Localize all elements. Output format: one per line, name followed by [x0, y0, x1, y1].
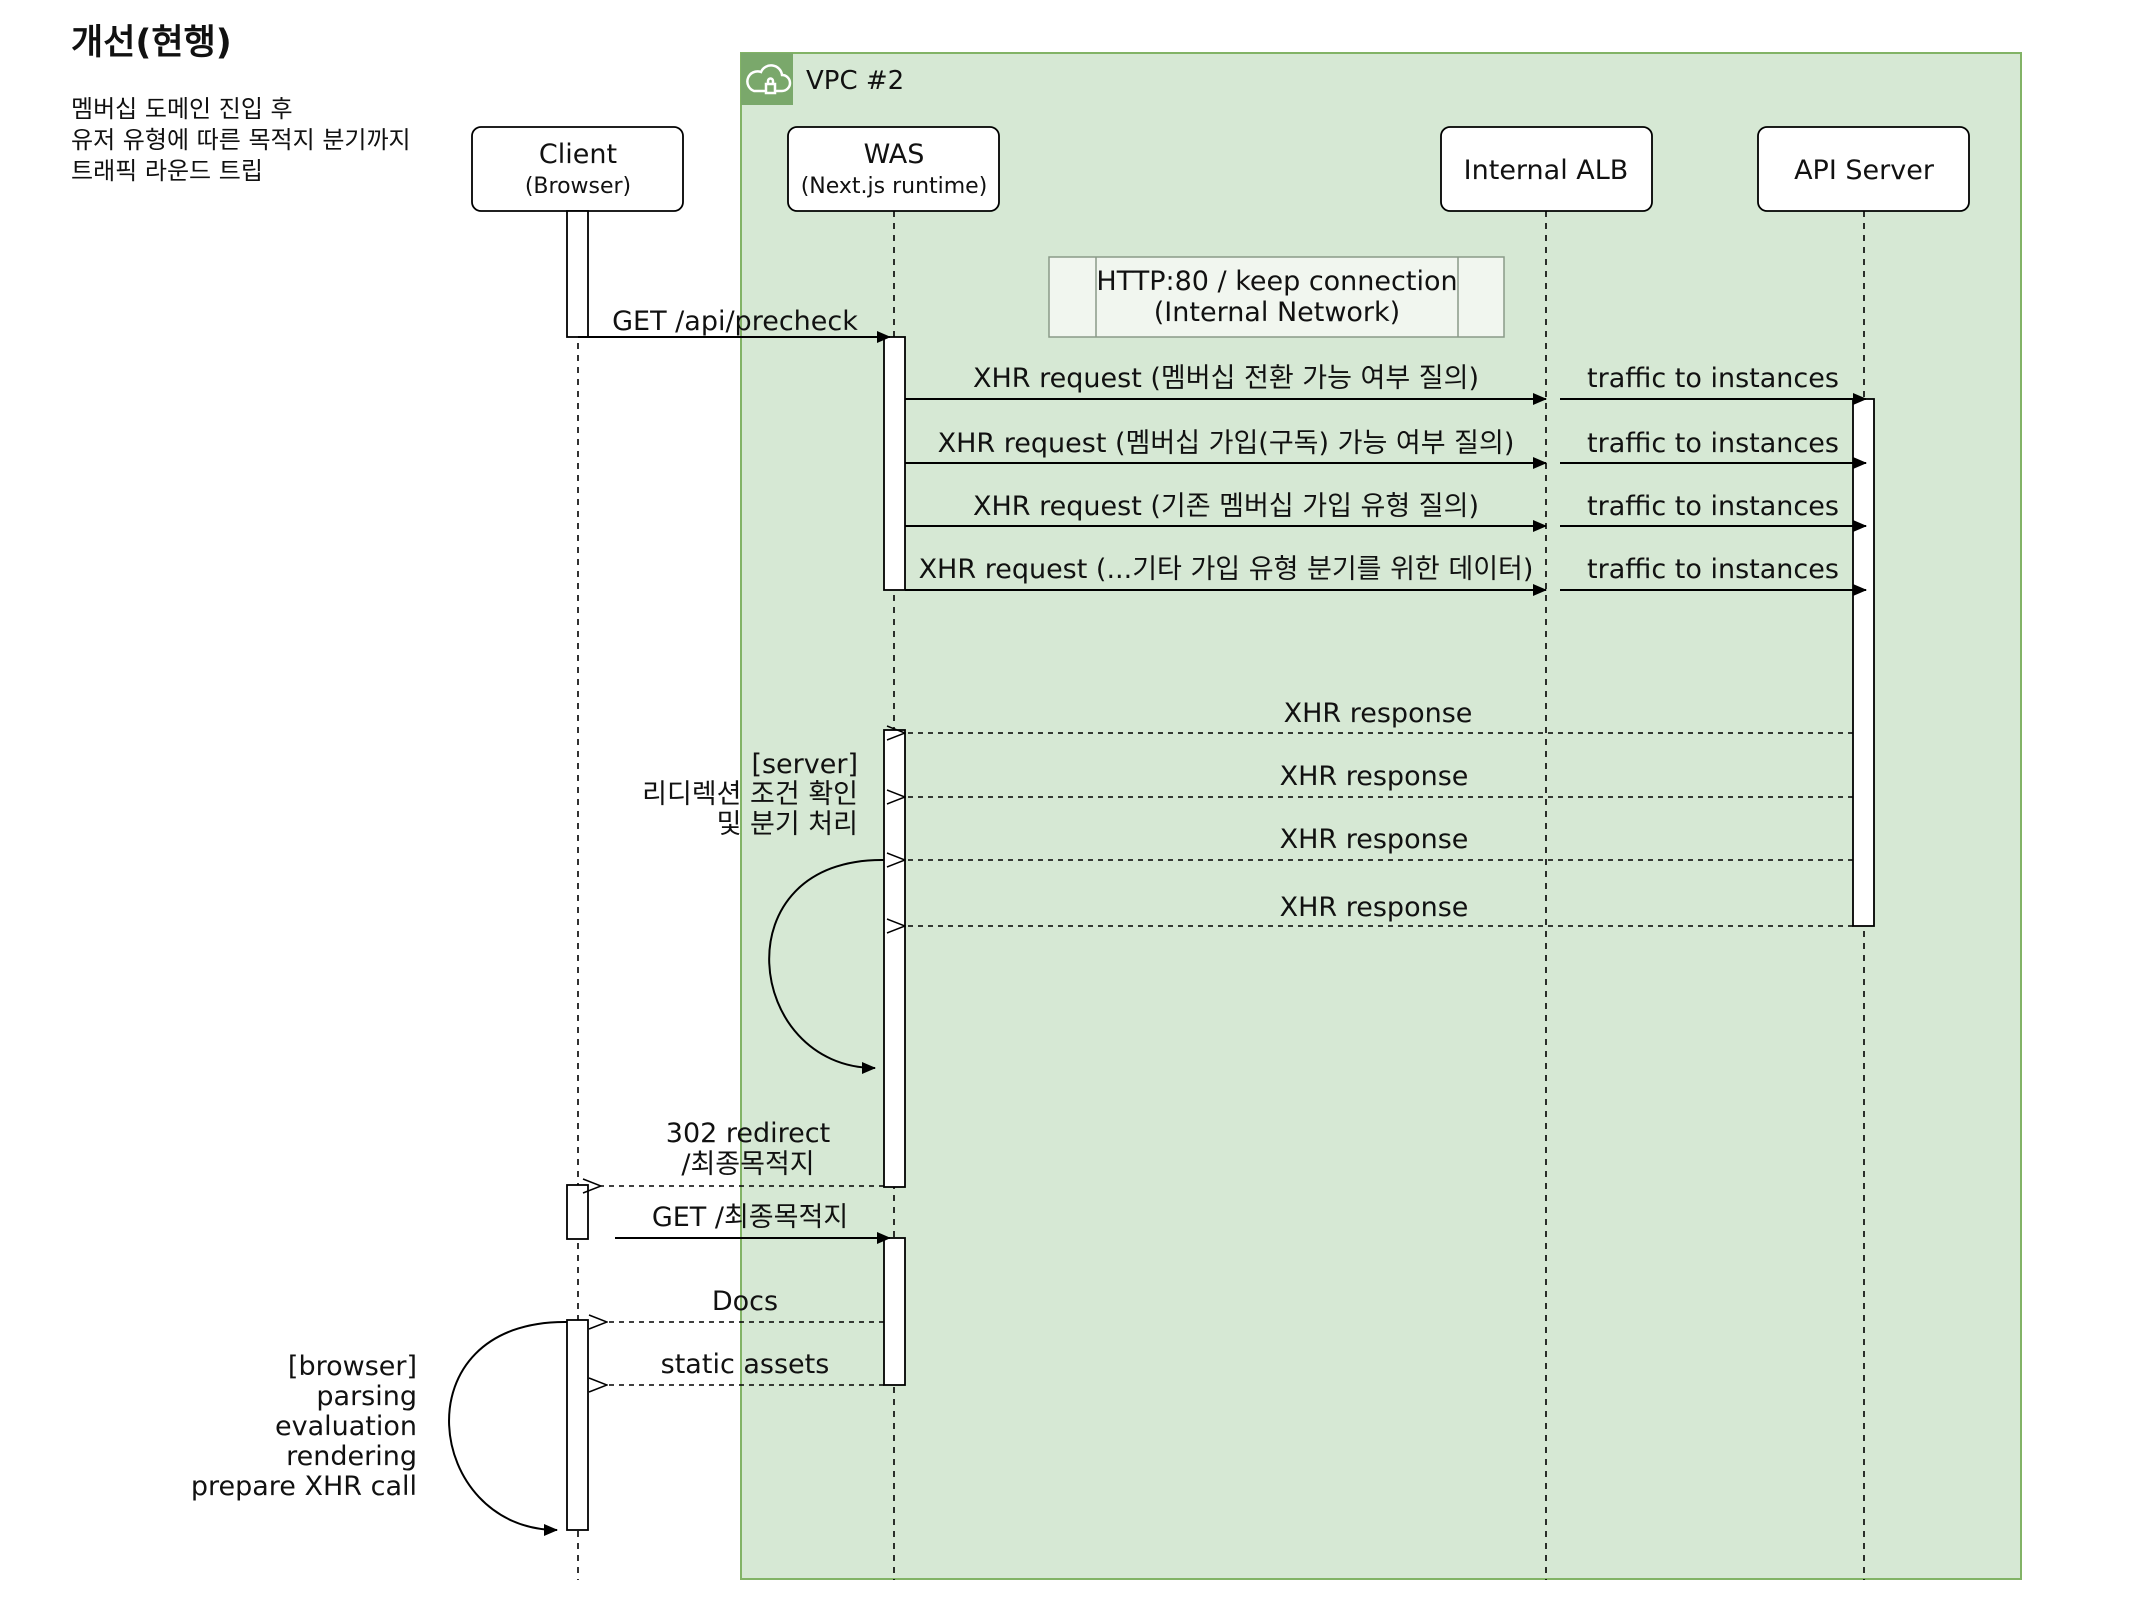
participant-sub: (Next.js runtime): [801, 174, 988, 199]
participant-was: WAS (Next.js runtime): [787, 126, 1000, 212]
self-note-line: [server]: [751, 749, 858, 780]
message-label: XHR request (...기타 가입 유형 분기를 위한 데이터): [919, 554, 1534, 585]
message-label: GET /최종목적지: [652, 1202, 848, 1233]
page-title: 개선(현행): [71, 23, 232, 63]
description-line: 멤버십 도메인 진입 후: [71, 95, 293, 123]
self-note-line: prepare XHR call: [191, 1471, 417, 1502]
vpc-icon-bg: [741, 53, 793, 105]
activation-was: [883, 336, 906, 591]
message-label: XHR response: [1280, 824, 1469, 855]
self-note-line: [browser]: [288, 1351, 417, 1382]
activation-client: [566, 210, 589, 338]
message-label: XHR response: [1280, 761, 1469, 792]
activation-was: [883, 1237, 906, 1386]
message-label: traffic to instances: [1587, 554, 1839, 585]
participant-name: Internal ALB: [1464, 155, 1629, 186]
self-call-loop-browser: [448, 1320, 568, 1536]
self-note-line: parsing: [316, 1381, 417, 1412]
participant-api: API Server: [1757, 126, 1970, 212]
activation-was: [883, 729, 906, 1188]
note-line: (Internal Network): [1154, 297, 1400, 328]
participant-sub: (Browser): [525, 174, 631, 199]
message-label: XHR response: [1280, 892, 1469, 923]
server-self-note: [server] 리디렉션 조건 확인 및 분기 처리: [642, 749, 858, 840]
message-labels: GET /api/precheck XHR request (멤버십 전환 가능…: [612, 306, 1839, 1380]
message-label: XHR request (멤버십 전환 가능 여부 질의): [973, 363, 1479, 394]
diagram-description: 멤버십 도메인 진입 후 유저 유형에 따른 목적지 분기까지 트래픽 라운드 …: [71, 95, 411, 185]
message-label: Docs: [712, 1286, 778, 1317]
self-note-line: 및 분기 처리: [717, 809, 858, 840]
participant-name: Client: [539, 139, 617, 170]
description-line: 트래픽 라운드 트립: [71, 157, 263, 185]
message-label: XHR request (기존 멤버십 가입 유형 질의): [973, 491, 1479, 522]
network-note-box: HTTP:80 / keep connection (Internal Netw…: [1048, 256, 1505, 338]
messages: [448, 331, 1867, 1536]
vpc-label: VPC #2: [806, 66, 904, 96]
activation-client: [566, 1184, 589, 1240]
note-line: HTTP:80 / keep connection: [1096, 266, 1457, 297]
message-label: XHR request (멤버십 가입(구독) 가능 여부 질의): [938, 428, 1515, 459]
self-note-line: rendering: [286, 1441, 417, 1472]
self-call-loop-server: [768, 858, 885, 1074]
message-label: /최종목적지: [681, 1149, 814, 1180]
message-label: traffic to instances: [1587, 428, 1839, 459]
cloud-lock-icon: [746, 64, 792, 95]
activation-api: [1852, 398, 1875, 927]
participant-alb: Internal ALB: [1440, 126, 1653, 212]
message-label: 302 redirect: [666, 1118, 830, 1149]
participant-client: Client (Browser): [471, 126, 684, 212]
message-label: traffic to instances: [1587, 491, 1839, 522]
message-label: XHR response: [1284, 698, 1473, 729]
message-label: traffic to instances: [1587, 363, 1839, 394]
self-note-line: evaluation: [275, 1411, 417, 1442]
message-label: GET /api/precheck: [612, 306, 858, 337]
participant-name: API Server: [1794, 155, 1935, 186]
participant-name: WAS: [864, 139, 925, 170]
browser-self-note: [browser] parsing evaluation rendering p…: [191, 1351, 417, 1502]
description-line: 유저 유형에 따른 목적지 분기까지: [71, 126, 411, 154]
message-label: static assets: [661, 1349, 830, 1380]
self-note-line: 리디렉션 조건 확인: [642, 779, 858, 810]
activation-client: [566, 1319, 589, 1531]
